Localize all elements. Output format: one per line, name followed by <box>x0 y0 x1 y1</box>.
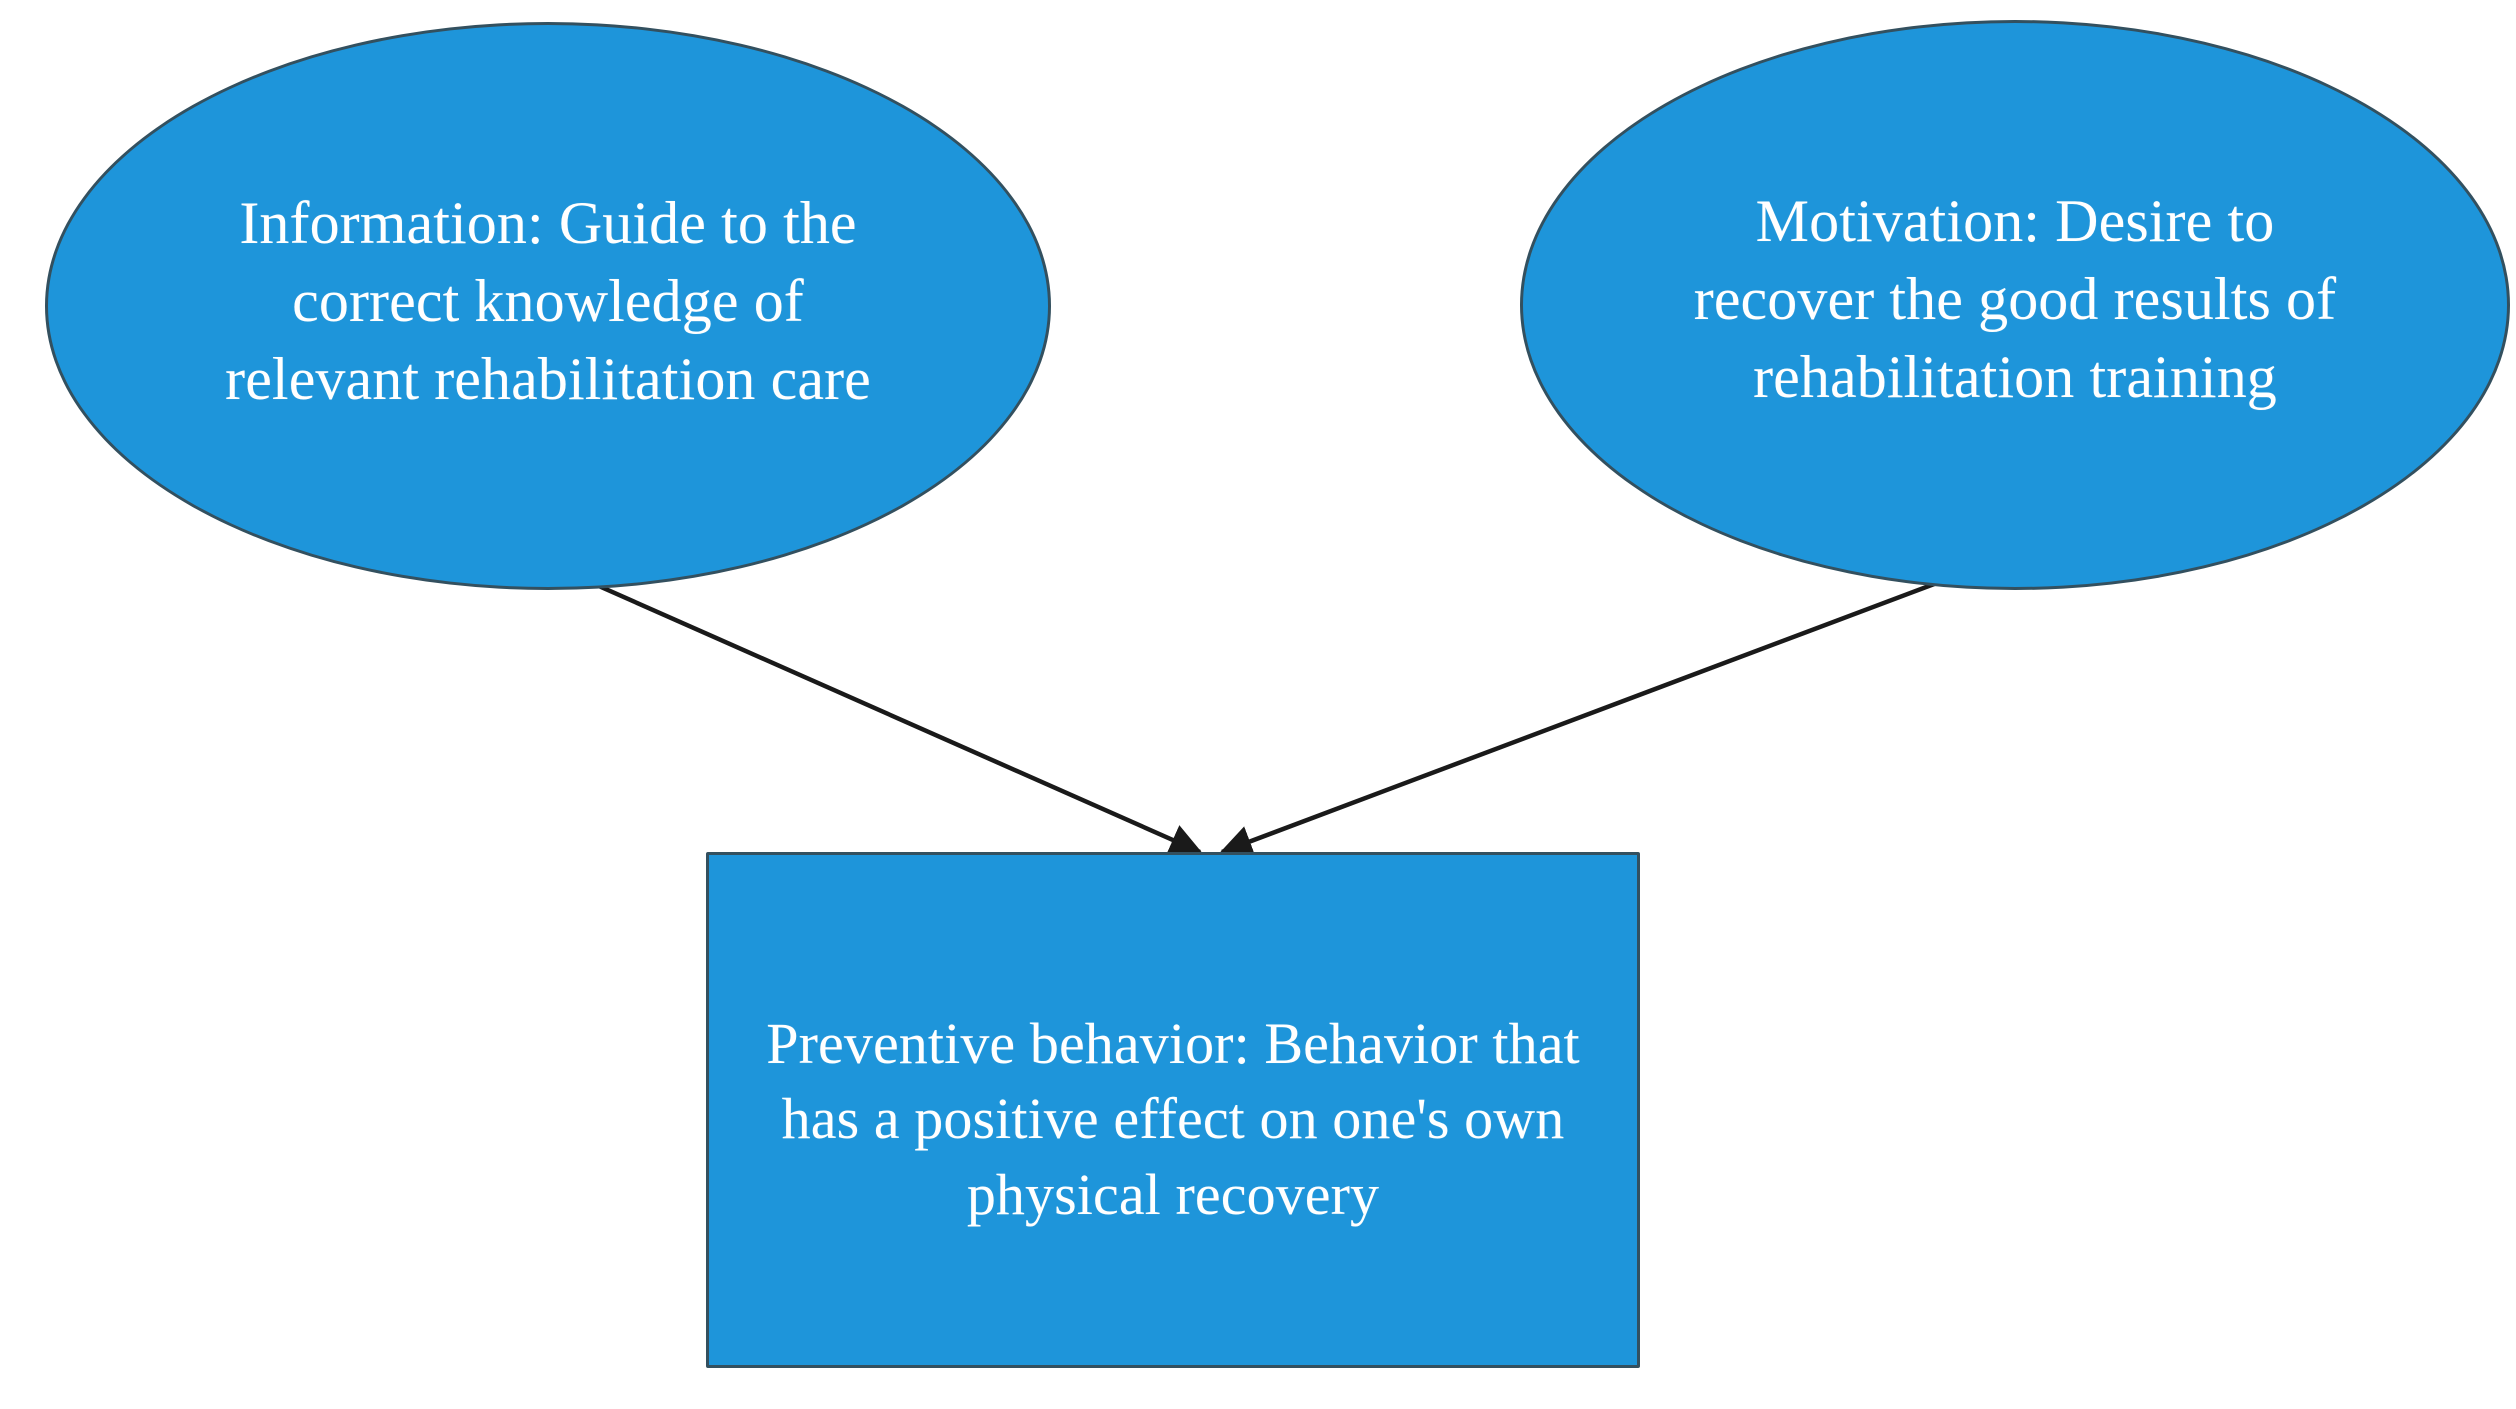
edge-information-to-preventive-behavior <box>539 557 1203 855</box>
node-motivation-label: Motivation: Desire to recover the good r… <box>1693 188 2337 410</box>
node-preventive-behavior-label: Preventive behavior: Behavior that has a… <box>766 1010 1580 1227</box>
node-information[interactable]: Information: Guide to the correct knowle… <box>45 22 1051 590</box>
node-motivation[interactable]: Motivation: Desire to recover the good r… <box>1520 20 2510 590</box>
node-information-label: Information: Guide to the correct knowle… <box>225 190 871 412</box>
edge-motivation-to-preventive-behavior <box>1219 557 1999 857</box>
node-preventive-behavior[interactable]: Preventive behavior: Behavior that has a… <box>706 852 1640 1368</box>
